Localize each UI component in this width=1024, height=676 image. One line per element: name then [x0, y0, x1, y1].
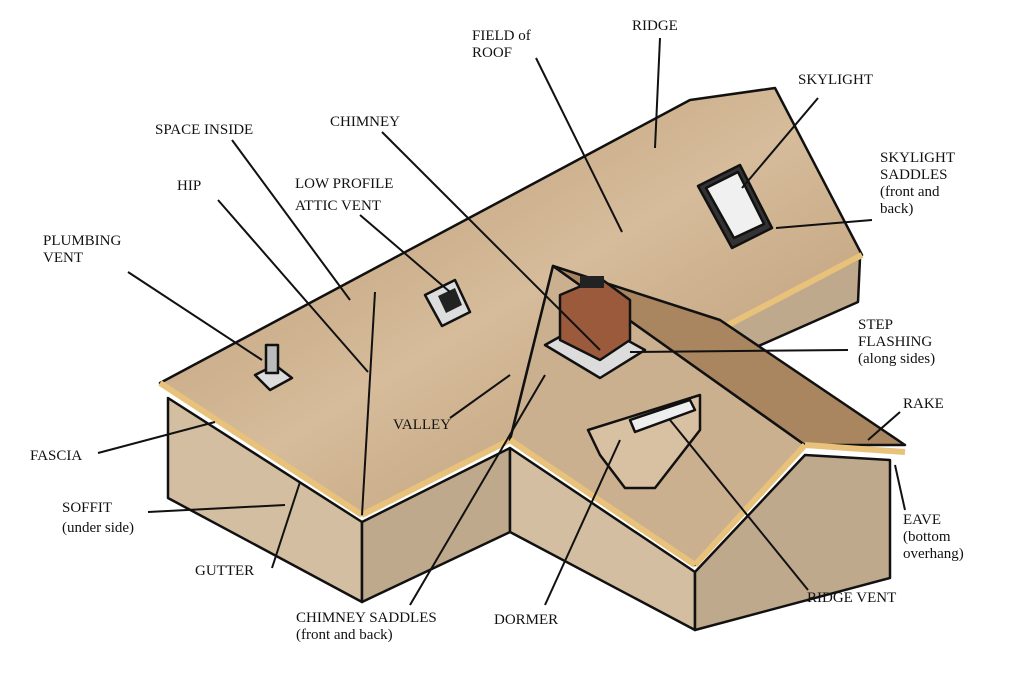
label-field-of-roof-2: ROOF [472, 45, 512, 61]
label-step-flashing: STEP [858, 317, 893, 333]
label-chimney-saddles: CHIMNEY SADDLES [296, 610, 437, 626]
label-dormer: DORMER [494, 612, 558, 628]
label-ridge: RIDGE [632, 18, 678, 34]
label-step-flashing-3: (along sides) [858, 351, 935, 367]
label-fascia: FASCIA [30, 448, 82, 464]
ridge-vent [628, 398, 697, 434]
wall-wing-side [693, 453, 892, 632]
label-chimney: CHIMNEY [330, 114, 400, 130]
label-rake: RAKE [903, 396, 944, 412]
label-chimney-saddles-2: (front and back) [296, 627, 393, 643]
label-step-flashing-2: FLASHING [858, 334, 932, 350]
label-hip: HIP [177, 178, 201, 194]
skylight [704, 170, 766, 240]
chimney-cap [580, 276, 604, 288]
label-skylight-saddles-3: (front and [880, 184, 940, 200]
label-gutter: GUTTER [195, 563, 254, 579]
label-space-inside: SPACE INSIDE [155, 122, 253, 138]
label-skylight-saddles-4: back) [880, 201, 913, 217]
label-attic-vent-2: ATTIC VENT [295, 198, 381, 214]
wing-roof-right [551, 264, 907, 447]
label-eave-2: (bottom [903, 529, 951, 545]
plumbing-vent-pipe [264, 343, 280, 375]
label-skylight-saddles: SKYLIGHT [880, 150, 955, 166]
label-soffit: SOFFIT [62, 500, 112, 516]
label-skylight: SKYLIGHT [798, 72, 873, 88]
label-plumbing-vent: PLUMBING [43, 233, 122, 249]
hip-line [361, 291, 376, 516]
label-valley: VALLEY [393, 417, 451, 433]
label-eave-3: overhang) [903, 546, 964, 562]
label-attic-vent: LOW PROFILE [295, 176, 393, 192]
label-plumbing-vent-2: VENT [43, 250, 83, 266]
attic-vent-cap [438, 288, 462, 313]
label-skylight-saddles-2: SADDLES [880, 167, 948, 183]
label-field-of-roof: FIELD of [472, 28, 531, 44]
leader-lines [97, 37, 906, 606]
label-eave: EAVE [903, 512, 941, 528]
label-ridge-vent: RIDGE VENT [807, 590, 896, 606]
label-soffit-2: (under side) [62, 520, 134, 536]
labels: FIELD of ROOF RIDGE SKYLIGHT SKYLIGHT SA… [30, 18, 964, 643]
